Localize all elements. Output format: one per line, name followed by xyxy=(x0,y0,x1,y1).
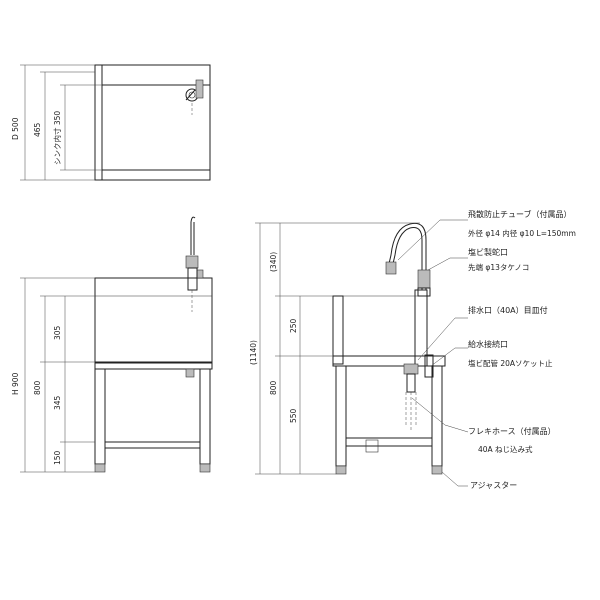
dim-800: 800 xyxy=(33,380,42,395)
dim-800-side: 800 xyxy=(269,380,278,395)
note-water-inlet-spec: 塩ビ配管 20Aソケット止 xyxy=(468,358,553,368)
note-splash-tube-spec: 外径 φ14 内径 φ10 L=150mm xyxy=(468,228,576,238)
plan-faucet-icon xyxy=(185,79,204,115)
side-faucet-icon xyxy=(385,222,431,297)
note-pvc-faucet-spec: 先端 φ13タケノコ xyxy=(468,262,529,272)
note-adjuster: アジャスター xyxy=(470,481,517,490)
note-splash-tube: 飛散防止チューブ（付属品） xyxy=(468,209,572,219)
front-faucet-icon xyxy=(185,216,204,312)
note-drain: 排水口（40A）目皿付 xyxy=(468,305,548,315)
note-flex-hose-spec: 40A ねじ込み式 xyxy=(478,444,533,454)
dim-depth-500: D 500 xyxy=(11,117,20,140)
dim-550: 550 xyxy=(289,408,298,423)
note-pvc-faucet: 塩ビ製蛇口 xyxy=(468,247,508,257)
front-view: H 900 800 305 345 150 xyxy=(11,216,213,473)
note-flex-hose: フレキホース（付属品） xyxy=(468,426,556,436)
dim-345: 345 xyxy=(53,395,62,410)
dim-1140: (1140) xyxy=(249,340,258,365)
dim-340: (340) xyxy=(269,252,278,272)
dim-250: 250 xyxy=(289,318,298,333)
dim-150: 150 xyxy=(53,450,62,465)
note-water-inlet: 給水接続口 xyxy=(468,339,508,349)
dim-465: 465 xyxy=(33,122,42,137)
dim-sink-inner-350: シンク内寸 350 xyxy=(52,111,62,165)
leader-lines xyxy=(397,219,469,487)
side-view: (340) (1140) 800 250 550 xyxy=(249,222,446,475)
plan-view: D 500 465 シンク内寸 350 xyxy=(11,64,211,181)
dim-height-900: H 900 xyxy=(11,372,20,395)
dim-305: 305 xyxy=(53,325,62,340)
